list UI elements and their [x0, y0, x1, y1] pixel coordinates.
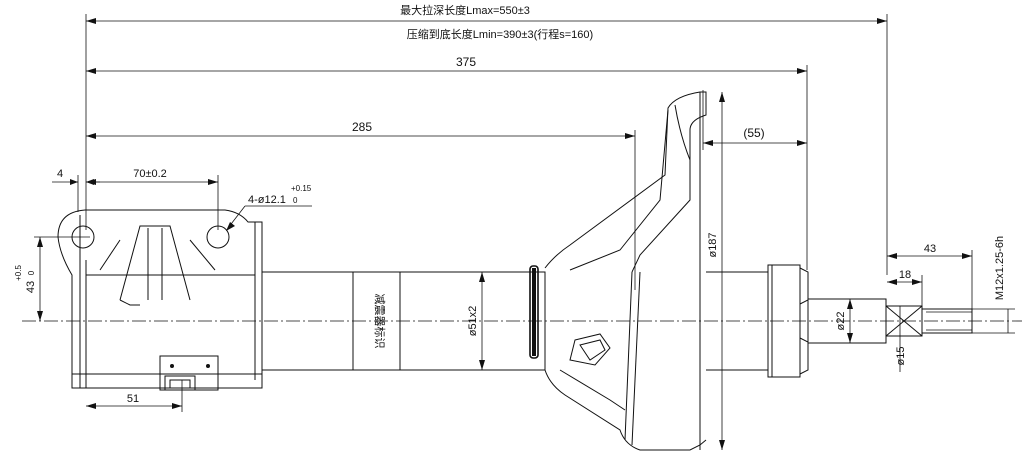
knuckle-bracket [57, 209, 263, 391]
dimension-thread [972, 308, 1015, 334]
hole-tol-lower-text: 0 [293, 196, 298, 205]
dimension-55 [702, 90, 807, 150]
dimension-43-vertical [34, 236, 90, 321]
dimension-70 [86, 175, 219, 230]
dim-51-text: 51 [127, 393, 139, 405]
top-collar [767, 264, 809, 378]
dim-70-text: 70±0.2 [133, 168, 167, 180]
tube-diameter-text: ø51x2 [467, 306, 479, 337]
rod-diameter-text: ø22 [835, 312, 847, 331]
hole-callout [226, 205, 312, 231]
hole-tol-upper-text: +0.15 [291, 184, 312, 193]
hole-spec-text: 4-ø12.1 [248, 194, 286, 206]
tube-marking-label: 减震器标识 [373, 294, 387, 349]
weld-point-left [170, 364, 174, 368]
mounting-hole-upper-left [71, 225, 95, 249]
inner-tube [706, 271, 768, 371]
dim-43-vertical-text: 43 [25, 281, 37, 293]
dimension-tube-diameter [479, 272, 485, 370]
dim-18-text: 18 [899, 269, 911, 281]
dim-lmax-text: 最大拉深长度Lmax=550±3 [400, 3, 530, 17]
dim-375-text: 375 [456, 55, 476, 69]
dimension-51 [86, 380, 183, 412]
dim-285-text: 285 [352, 120, 372, 134]
dim-55-text: (55) [743, 126, 764, 140]
dimension-375 [86, 65, 808, 270]
dimension-285 [86, 130, 636, 290]
dimension-43-horizontal [887, 250, 973, 309]
dimension-lmax [85, 14, 888, 275]
dim-4-text: 4 [57, 168, 63, 180]
dimension-spring-seat-diameter [719, 92, 725, 450]
bracket-tol-lower-text: 0 [27, 270, 36, 275]
spring-seat-diameter-text: ø187 [707, 232, 719, 257]
weld-point-right [206, 364, 210, 368]
rubber-ring [529, 265, 539, 359]
dimension-18 [887, 275, 923, 306]
dimension-rod-diameter [847, 299, 853, 343]
outer-tube [261, 271, 546, 371]
dimension-rod-end-diameter [886, 305, 905, 372]
thread-spec-text: M12x1.25-6h [994, 236, 1006, 300]
dim-43-horizontal-text: 43 [924, 243, 936, 255]
mounting-hole-upper-right [206, 225, 230, 249]
rod-end-diameter-text: ø15 [895, 347, 907, 366]
spring-seat [544, 91, 707, 451]
rod-end [885, 305, 973, 337]
bracket-tol-upper-text: +0.5 [14, 265, 23, 281]
dim-lmin-text: 压缩到底长度Lmin=390±3(行程s=160) [407, 27, 593, 41]
